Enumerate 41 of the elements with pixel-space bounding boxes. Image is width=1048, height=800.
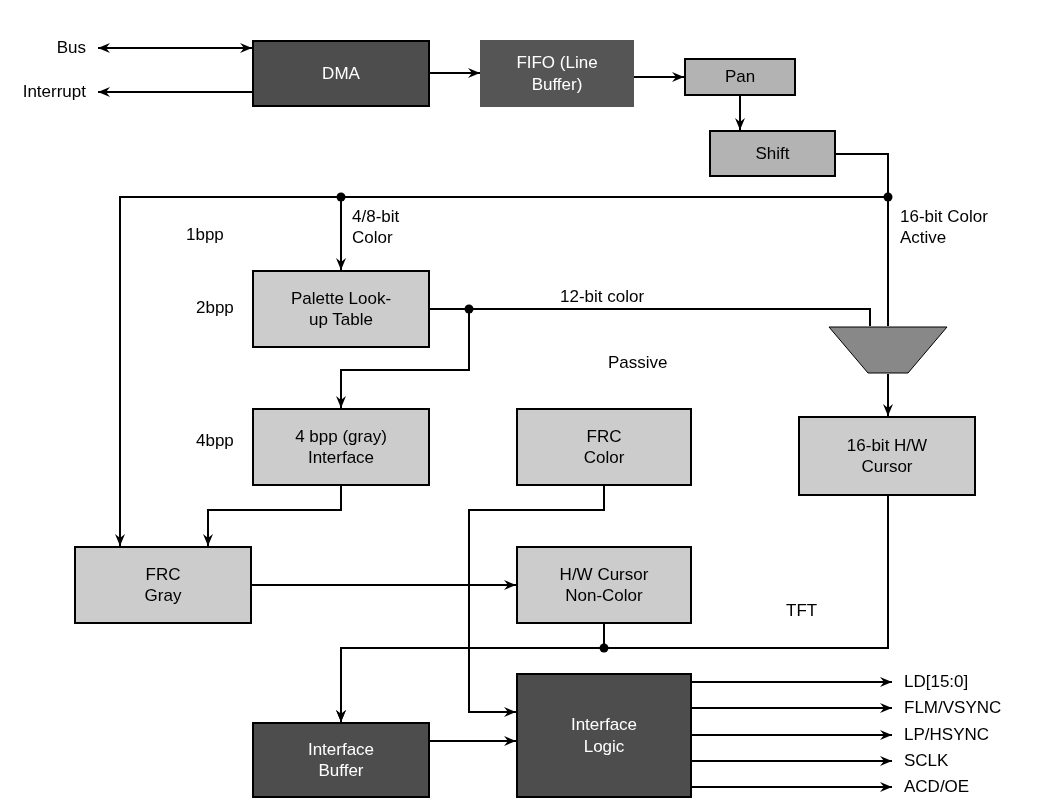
connector-arrow [691, 782, 893, 792]
mode-label: 2bpp [196, 297, 234, 319]
block-box: DMA [252, 40, 430, 107]
signal-name: ACD/OE [892, 776, 1042, 798]
block-box: Interface Logic [516, 673, 692, 798]
connector-arrow [97, 87, 253, 97]
mode-label: 1bpp [186, 224, 224, 246]
connector-arrow [691, 703, 893, 713]
connector-arrow [633, 72, 685, 82]
block-box: Shift [709, 130, 836, 177]
signal-name: SCLK [892, 750, 1042, 772]
connector-arrow [429, 68, 481, 78]
connector-arrow [468, 485, 605, 717]
signal-name: LD[15:0] [892, 671, 1042, 693]
connector-arrow [691, 730, 893, 740]
signal-name: Interrupt [2, 81, 98, 103]
block-box: Interface Buffer [252, 722, 430, 798]
mode-label: 4bpp [196, 430, 234, 452]
connector-arrow [251, 580, 517, 590]
mode-label: Passive [608, 352, 668, 374]
multiplexer-trapezoid [828, 326, 948, 374]
connector-arrow [691, 677, 893, 687]
block-box: Palette Look-up Table [252, 270, 430, 348]
mode-label: TFT [786, 600, 818, 622]
block-box: 16-bit H/W Cursor [798, 416, 976, 496]
connector-arrow [429, 736, 517, 746]
block-box: 4 bpp (gray) Interface [252, 408, 430, 486]
signal-name: LP/HSYNC [892, 724, 1042, 746]
block-box: H/W Cursor Non-Color [516, 546, 692, 624]
connector-arrow [735, 95, 745, 131]
block-box: FRC Gray [74, 546, 252, 624]
connector-arrow [203, 485, 342, 547]
block-box: FIFO (Line Buffer) [480, 40, 634, 107]
signal-name: FLM/VSYNC [892, 697, 1042, 719]
connector-arrow [883, 373, 893, 417]
connector-arrow [97, 43, 253, 53]
connector-arrow [691, 756, 893, 766]
signal-name: Bus [40, 37, 98, 59]
block-box: FRC Color [516, 408, 692, 486]
block-box: Pan [684, 58, 796, 96]
connector-arrow [336, 623, 605, 723]
